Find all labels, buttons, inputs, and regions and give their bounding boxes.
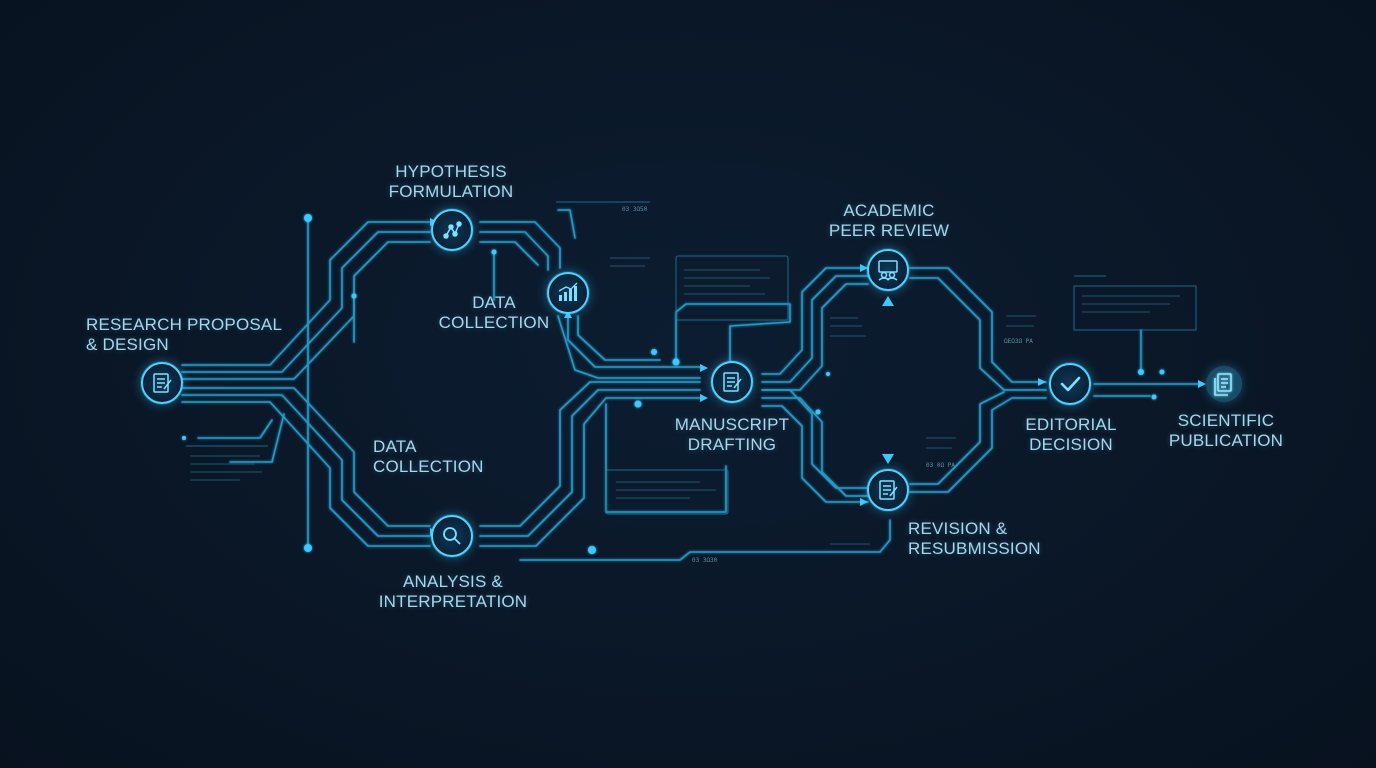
panel-text-lines [190,257,1180,545]
label-research: RESEARCH PROPOSAL& DESIGN [86,315,283,354]
readout-right: ΩΕΩ3Ω PA [1004,338,1033,345]
info-panels [186,201,1197,515]
node-hypothesis[interactable] [430,208,474,252]
readout-top: 03 3Ω50 [622,206,648,213]
label-analysis: ANALYSIS &INTERPRETATION [378,572,528,611]
node-revision[interactable] [866,468,910,512]
node-research[interactable] [140,361,184,405]
document-edit-icon [153,373,172,393]
node-publication[interactable] [1206,366,1242,402]
document-edit-icon [723,372,742,392]
node-editorial[interactable] [1048,362,1092,406]
node-analysis[interactable] [430,514,474,558]
document-edit-icon [879,480,898,500]
readout-bottom: 03 3Ω30 [692,557,718,564]
node-peer-review[interactable] [866,248,910,292]
node-data-collection[interactable] [546,271,590,315]
reviewers-icon [878,260,898,281]
bar-chart-icon [558,282,578,301]
circuit-traces [181,209,1201,561]
readout-revision: 03 0Ω PA [926,462,955,469]
label-revision: REVISION &RESUBMISSION [908,519,1041,558]
graph-nodes-icon [443,221,462,239]
checkmark-icon [1060,376,1081,392]
magnifier-icon [443,527,461,545]
node-manuscript[interactable] [710,360,754,404]
documents-icon [1214,373,1232,396]
trace-terminals [182,214,1165,554]
